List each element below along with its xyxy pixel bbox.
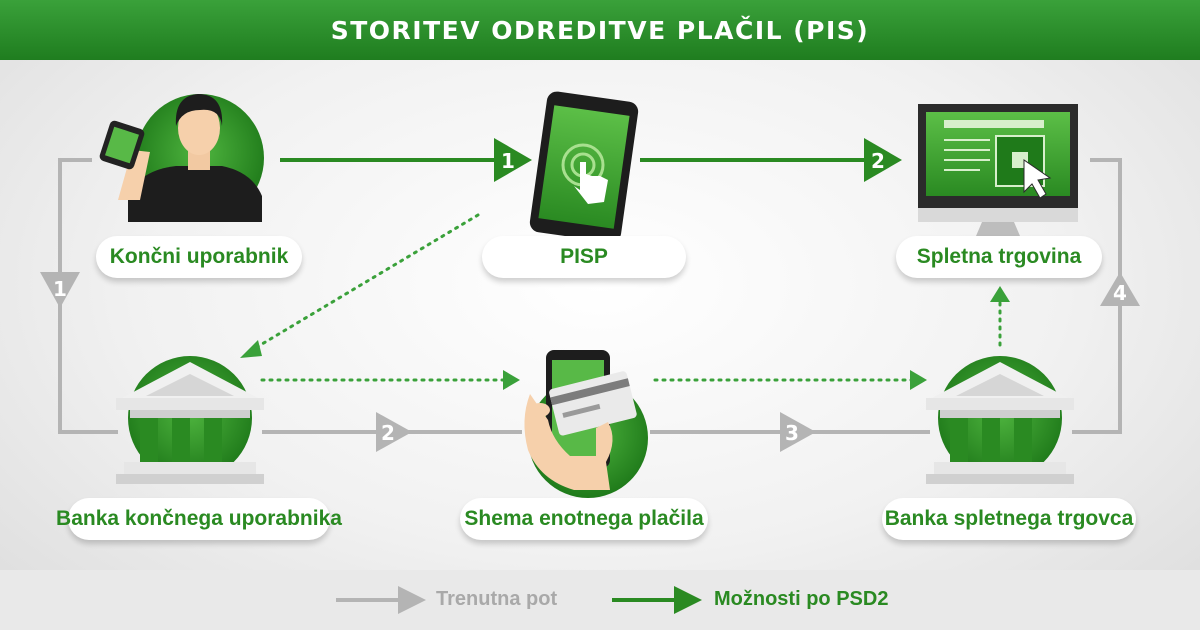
grey-step-markers [40, 272, 1140, 452]
grey-step-3: 3 [785, 421, 799, 445]
green-step-markers [494, 138, 902, 182]
legend-current-path: Trenutna pot [436, 588, 558, 610]
dotted-arrowheads [240, 286, 1010, 390]
grey-arrow-4 [1100, 272, 1140, 306]
grey-arrow-3 [780, 412, 816, 452]
label-payment-scheme: Shema enotnega plačila [460, 498, 708, 540]
person-with-phone-icon [99, 94, 264, 222]
label-end-user: Končni uporabnik [96, 236, 302, 278]
grey-arrow-1 [40, 272, 80, 308]
label-merchant-bank: Banka spletnega trgovca [882, 498, 1136, 540]
legend: Trenutna pot Možnosti po PSD2 [0, 570, 1200, 630]
label-online-shop: Spletna trgovina [896, 236, 1102, 278]
hand-card-phone-icon [524, 350, 648, 498]
computer-monitor-icon [918, 104, 1078, 240]
green-step-2: 2 [871, 149, 885, 173]
title-bar: STORITEV ODREDITVE PLAČIL (PIS) [0, 0, 1200, 60]
label-pisp: PISP [482, 236, 686, 278]
grey-step-4: 4 [1113, 281, 1127, 305]
smartphone-tap-icon [529, 91, 639, 243]
legend-grey-arrow [336, 586, 426, 614]
green-arrow-1 [494, 138, 532, 182]
dotted-links [250, 213, 1002, 382]
bank-icon [926, 356, 1074, 484]
green-arrow-2 [864, 138, 902, 182]
grey-step-2: 2 [381, 421, 395, 445]
page-title: STORITEV ODREDITVE PLAČIL (PIS) [330, 15, 870, 45]
flow-diagram: 1 2 3 4 1 2 [40, 91, 1140, 498]
bank-icon [116, 356, 264, 484]
legend-psd2: Možnosti po PSD2 [714, 588, 889, 610]
green-step-1: 1 [501, 149, 515, 173]
legend-green-arrow [612, 586, 702, 614]
grey-arrow-2 [376, 412, 412, 452]
grey-step-1: 1 [53, 277, 67, 301]
label-user-bank: Banka končnega uporabnika [56, 498, 342, 540]
